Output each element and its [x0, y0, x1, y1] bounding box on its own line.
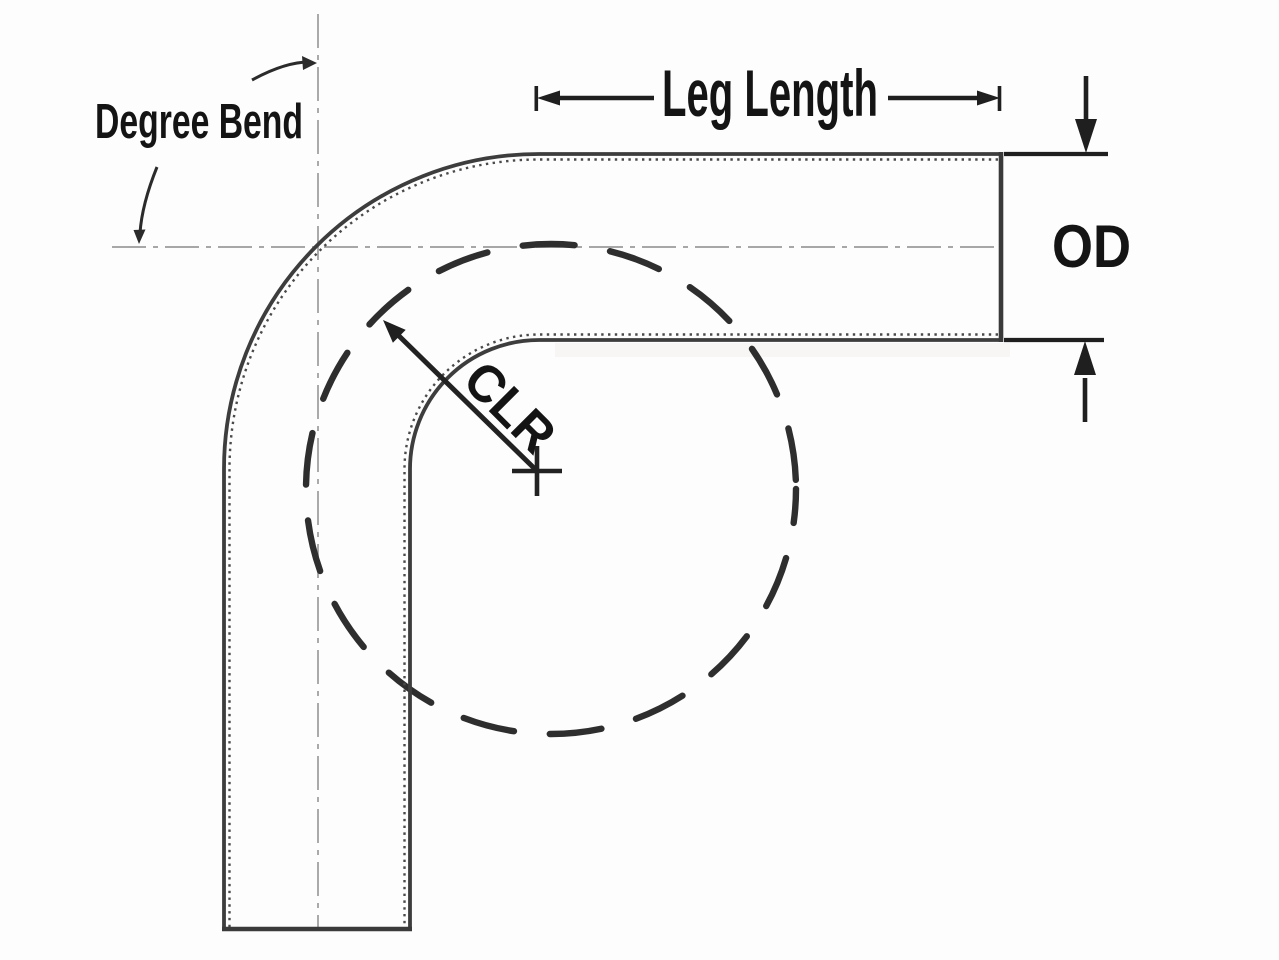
- clr-dashed-circle: [302, 240, 800, 738]
- tube-outer-wall-dotted: [228, 158, 998, 927]
- od-label: OD: [1052, 213, 1131, 280]
- degree-bend-label: Degree Bend: [95, 95, 303, 149]
- tube-inner-edge: [408, 338, 1001, 929]
- scan-artifact-band: [555, 343, 1010, 357]
- leg-length-label: Leg Length: [662, 56, 878, 130]
- od-arrowhead-up: [1074, 341, 1096, 375]
- bend-center-cross: [512, 446, 562, 496]
- degree-bend-arrowhead-top: [302, 56, 317, 70]
- tube-outer-edge: [222, 152, 1001, 929]
- tube-inner-wall-dotted: [403, 333, 998, 927]
- clr-radius-arrow-shaft: [395, 332, 538, 472]
- degree-bend-arrow-bottom-shaft: [138, 166, 159, 234]
- od-arrowhead-down: [1075, 119, 1097, 153]
- leg-length-arrowhead-right: [977, 90, 1000, 106]
- leg-length-arrowhead-left: [537, 90, 560, 106]
- clr-radius-arrowhead: [383, 320, 406, 343]
- degree-bend-arrowhead-bottom: [133, 229, 146, 244]
